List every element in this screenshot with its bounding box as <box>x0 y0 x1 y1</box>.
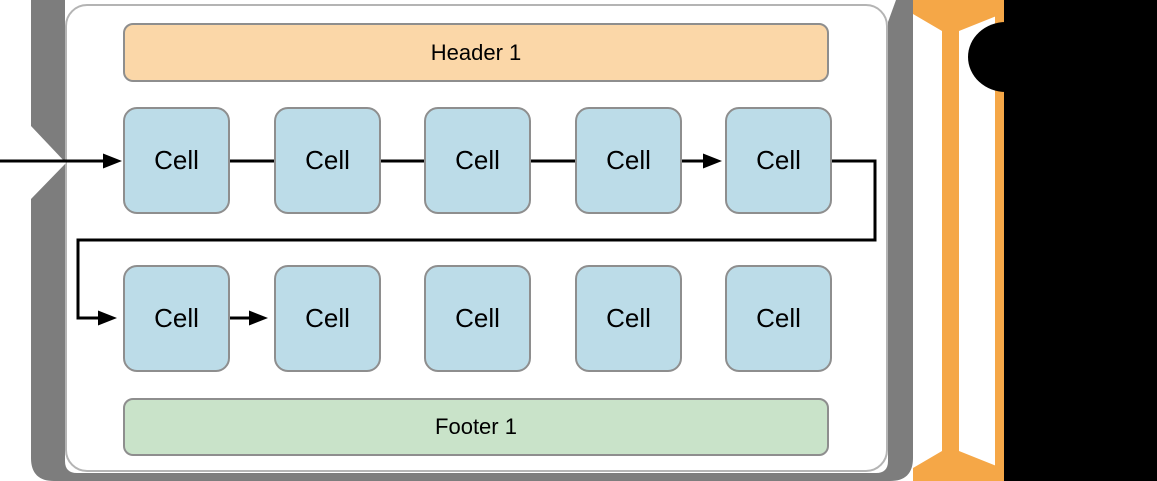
cell: Cell <box>274 107 381 214</box>
cell-label: Cell <box>305 145 350 175</box>
cell: Cell <box>575 107 682 214</box>
cell-label: Cell <box>455 303 500 333</box>
cell-label: Cell <box>455 145 500 175</box>
scroll-direction-arrow <box>913 0 1004 481</box>
frame-notch-right <box>888 0 896 22</box>
cell: Cell <box>274 265 381 372</box>
orange-strip <box>995 0 1004 481</box>
cell-label: Cell <box>154 303 199 333</box>
cell: Cell <box>725 265 832 372</box>
cell-label: Cell <box>606 303 651 333</box>
frame-notch-left <box>31 126 66 199</box>
section-footer: Footer 1 <box>123 398 829 456</box>
section-footer-label: Footer 1 <box>435 414 517 439</box>
cell-label: Cell <box>154 145 199 175</box>
section-header-label: Header 1 <box>430 39 522 65</box>
cell: Cell <box>575 265 682 372</box>
cell: Cell <box>123 265 230 372</box>
cell-label: Cell <box>756 303 801 333</box>
cell-label: Cell <box>305 303 350 333</box>
cell: Cell <box>123 107 230 214</box>
cell: Cell <box>424 265 531 372</box>
cell: Cell <box>424 107 531 214</box>
cell-label: Cell <box>606 145 651 175</box>
section-header: Header 1 <box>123 23 829 82</box>
cell-label: Cell <box>756 145 801 175</box>
black-region <box>1004 0 1157 481</box>
cell: Cell <box>725 107 832 214</box>
black-blob <box>968 22 1044 92</box>
